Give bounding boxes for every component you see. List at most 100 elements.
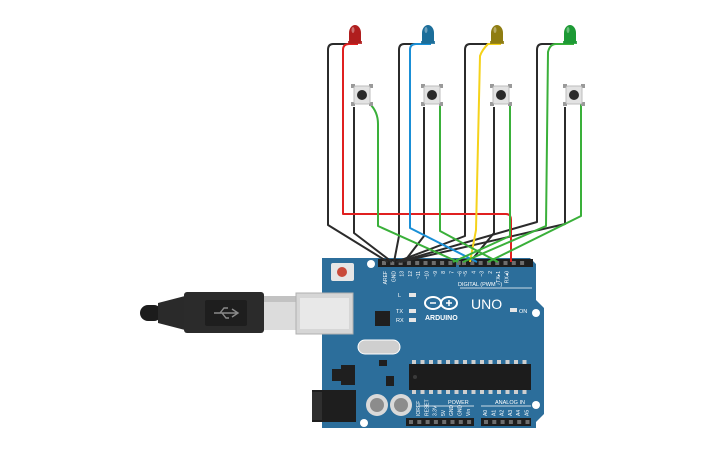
- chip-pin: [480, 390, 484, 394]
- wire-blue: [409, 43, 478, 263]
- pin-label: ~3: [480, 271, 486, 277]
- pushbutton-cap[interactable]: [569, 90, 579, 100]
- header-pin[interactable]: [456, 261, 461, 265]
- pushbutton[interactable]: [490, 84, 512, 106]
- pushbutton-cap[interactable]: [427, 90, 437, 100]
- chip-pin: [497, 360, 501, 364]
- header-pin[interactable]: [500, 420, 505, 424]
- header-pin[interactable]: [382, 261, 386, 265]
- led-rx-indicator: [409, 318, 416, 322]
- power-header: [406, 418, 474, 426]
- header-pin[interactable]: [467, 420, 472, 424]
- pin-label: ~10: [425, 271, 431, 280]
- pushbutton-group: [351, 84, 585, 106]
- led-l-label: L: [398, 293, 401, 299]
- pushbutton-cap[interactable]: [496, 90, 506, 100]
- header-pin[interactable]: [431, 261, 436, 265]
- header-pin[interactable]: [511, 261, 516, 265]
- wire-black: [395, 43, 491, 263]
- led-yellow[interactable]: [490, 25, 504, 44]
- header-pin[interactable]: [390, 261, 395, 265]
- usb-cable-boot: [158, 296, 185, 330]
- wire-green: [452, 104, 511, 263]
- led-on-label: ON: [519, 309, 527, 315]
- pin-label: RESET: [424, 399, 430, 416]
- pin-label: A0: [483, 410, 489, 416]
- header-pin[interactable]: [458, 420, 463, 424]
- pin-label: 2: [488, 271, 494, 274]
- mounting-hole: [360, 419, 368, 427]
- header-pin[interactable]: [417, 420, 422, 424]
- pin-label: A3: [508, 410, 514, 416]
- led-on-indicator: [510, 308, 517, 312]
- usb-chip: [375, 311, 390, 326]
- chip-pin: [420, 390, 425, 394]
- wire-black: [393, 43, 421, 263]
- pin-label: Vin: [466, 409, 472, 416]
- pin-label: 7: [449, 271, 455, 274]
- smd-component: [379, 360, 387, 366]
- header-pin[interactable]: [525, 420, 530, 424]
- header-pin[interactable]: [425, 420, 430, 424]
- header-pin[interactable]: [492, 420, 497, 424]
- pushbutton[interactable]: [563, 84, 585, 106]
- pin-label: A5: [525, 410, 531, 416]
- pin-label: RX◂0: [505, 271, 511, 283]
- led-tx-label: TX: [396, 309, 403, 315]
- chip-pin: [420, 360, 425, 364]
- header-pin[interactable]: [503, 261, 508, 265]
- header-pin[interactable]: [517, 420, 522, 424]
- reset-button-cap[interactable]: [337, 267, 347, 277]
- usb-logo-icon: [214, 307, 240, 319]
- chip-pin: [514, 360, 518, 364]
- header-pin[interactable]: [462, 261, 466, 265]
- usb-cable-strain: [140, 305, 162, 321]
- header-pin[interactable]: [433, 420, 438, 424]
- header-pin[interactable]: [409, 420, 413, 424]
- atmega-chip: [409, 360, 531, 394]
- crystal-oscillator: [357, 339, 401, 355]
- pin-label: AREF: [383, 271, 389, 284]
- pushbutton[interactable]: [351, 84, 373, 106]
- header-pin[interactable]: [486, 261, 491, 265]
- chip-pin: [488, 390, 493, 394]
- pin-label: 4: [471, 271, 477, 274]
- chip-pin: [488, 360, 493, 364]
- header-pin[interactable]: [478, 261, 483, 265]
- usb-connector-shade: [264, 296, 296, 302]
- led-red[interactable]: [348, 25, 362, 44]
- pin-label: 5V: [441, 409, 447, 416]
- header-pin[interactable]: [470, 261, 475, 265]
- pushbutton-cap[interactable]: [357, 90, 367, 100]
- pin-label: ~9: [433, 271, 439, 277]
- chip-pin: [522, 390, 527, 394]
- capacitor-top: [394, 398, 408, 412]
- power-header-label: POWER: [448, 400, 469, 406]
- header-pin[interactable]: [423, 261, 428, 265]
- header-pin[interactable]: [440, 261, 445, 265]
- pin-label: GND: [391, 271, 397, 283]
- header-pin[interactable]: [415, 261, 420, 265]
- header-pin[interactable]: [484, 420, 488, 424]
- pushbutton[interactable]: [421, 84, 443, 106]
- header-pin[interactable]: [398, 261, 403, 265]
- led-blue[interactable]: [421, 25, 435, 44]
- arduino-uno-board: L TX RX ON ARDUINO UNO DIGITAL (PWM ~) P…: [295, 258, 544, 428]
- header-pin[interactable]: [406, 261, 411, 265]
- pin-label: 12: [408, 271, 414, 277]
- led-l-indicator: [409, 293, 416, 297]
- wire-green: [487, 104, 582, 263]
- brand-label: ARDUINO: [425, 315, 458, 322]
- header-pin[interactable]: [495, 261, 500, 265]
- header-pin[interactable]: [450, 420, 455, 424]
- arduino-logo-icon: [424, 296, 458, 310]
- header-pin[interactable]: [508, 420, 513, 424]
- chip-pin: [497, 390, 501, 394]
- analog-header-label: ANALOG IN: [495, 400, 525, 406]
- header-pin[interactable]: [448, 261, 453, 265]
- header-pin[interactable]: [520, 261, 525, 265]
- led-green[interactable]: [563, 25, 577, 44]
- pin-label: 13: [400, 271, 406, 277]
- header-pin[interactable]: [442, 420, 447, 424]
